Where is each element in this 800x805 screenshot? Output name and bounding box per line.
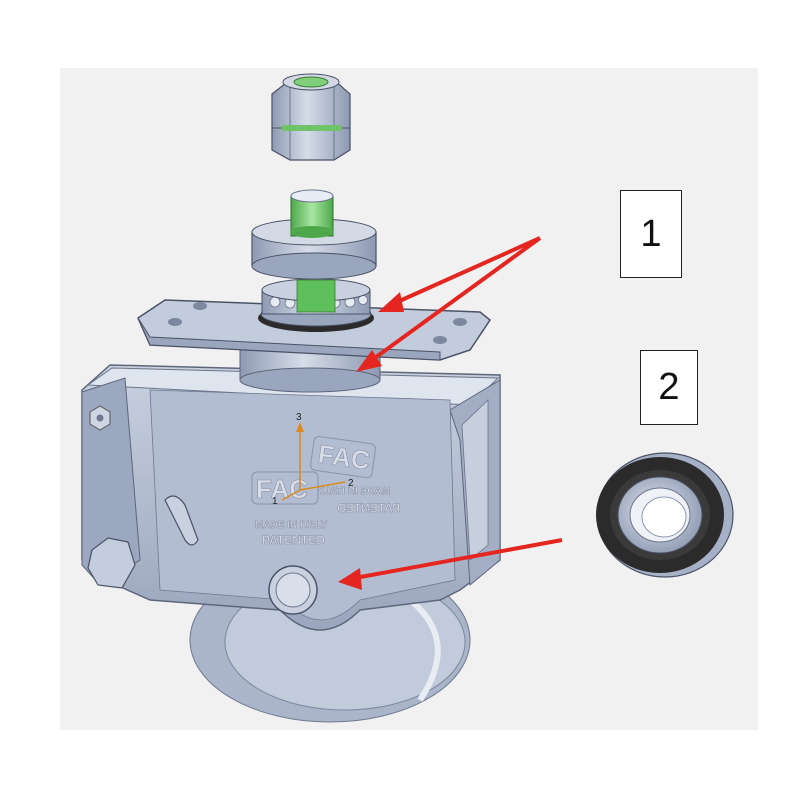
axis-x-label: 1	[272, 496, 278, 507]
arrow-to-axle-bearing	[338, 538, 563, 590]
coordinate-axes: 3 2 1	[272, 412, 354, 507]
emboss-markings: FAC MADE IN ITALY PATENTED FAC MADE IN I…	[251, 435, 400, 547]
arrow-to-hub-cylinder	[356, 236, 542, 372]
made-in-italy: MADE IN ITALY	[255, 520, 328, 531]
threaded-stud	[290, 189, 334, 238]
axis-y-label: 2	[348, 478, 354, 489]
patented: PATENTED	[262, 533, 325, 547]
callout-label-1: 1	[620, 190, 682, 278]
arrow-to-thrust-bearing	[378, 236, 541, 312]
callout-label-2: 2	[640, 350, 698, 425]
radial-ball-bearing	[596, 452, 734, 578]
thrust-bearing	[258, 278, 374, 332]
bracket-body	[81, 364, 501, 631]
fac-logo-upper	[310, 435, 376, 479]
made-in-italy-mirrored: MADE IN ITALY	[317, 486, 390, 497]
fac-logo-upper-text: FAC	[316, 439, 372, 476]
axis-z-label: 3	[296, 412, 302, 423]
lock-nut	[271, 73, 351, 161]
fac-logo-lower	[251, 471, 319, 505]
patented-mirrored: PATENTED	[337, 501, 400, 515]
